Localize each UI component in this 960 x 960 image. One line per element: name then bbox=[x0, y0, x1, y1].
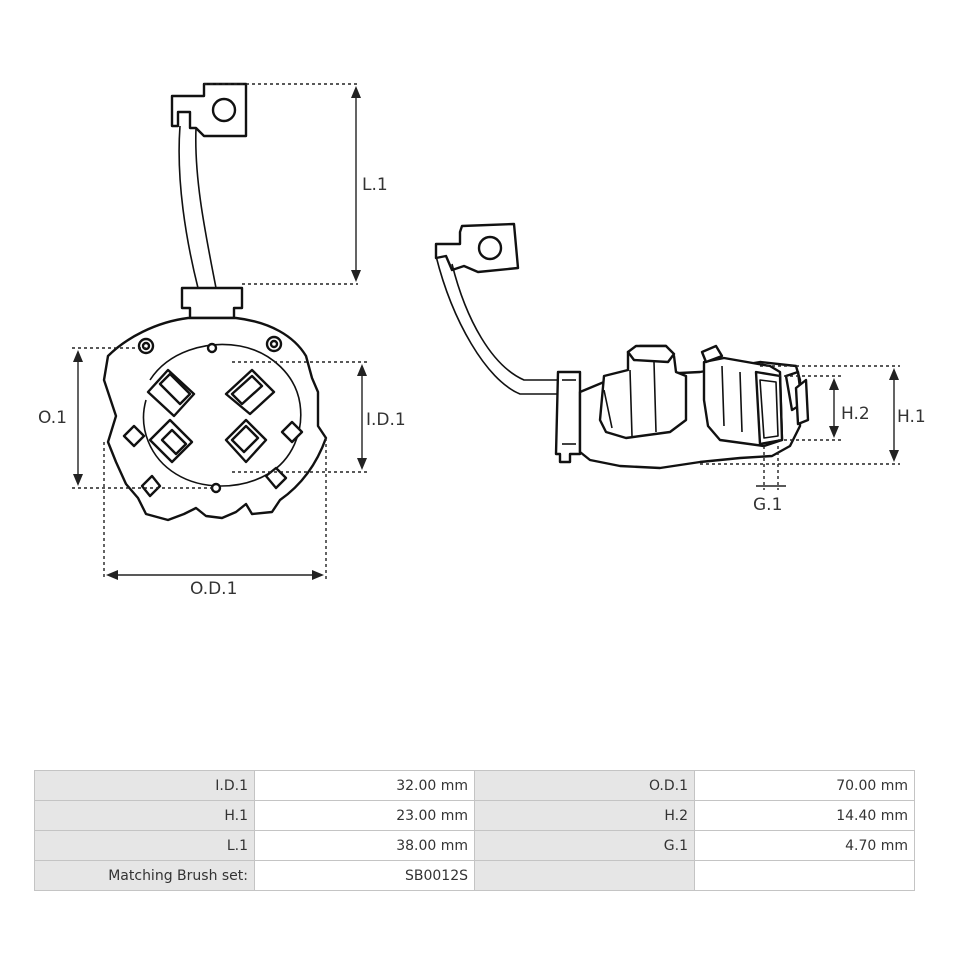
spec-label: Matching Brush set: bbox=[34, 860, 255, 891]
spec-label: G.1 bbox=[474, 830, 695, 861]
spec-label: H.2 bbox=[474, 800, 695, 831]
terminal-hole bbox=[211, 97, 237, 123]
spec-label: I.D.1 bbox=[34, 770, 255, 801]
spec-value: 4.70 mm bbox=[694, 830, 915, 861]
side-dimensions: H.2 H.1 G.1 bbox=[700, 365, 926, 515]
rim-tab bbox=[140, 474, 162, 498]
wire-grommet bbox=[180, 286, 244, 320]
side-view bbox=[434, 222, 810, 470]
terminal-lug bbox=[434, 222, 520, 274]
spec-table: I.D.1 32.00 mm O.D.1 70.00 mm H.1 23.00 … bbox=[34, 770, 915, 891]
dim-label-o1: O.1 bbox=[38, 408, 67, 428]
spec-value: SB0012S bbox=[254, 860, 475, 891]
spec-value: 70.00 mm bbox=[694, 770, 915, 801]
rim-tab bbox=[280, 420, 304, 444]
rivet bbox=[206, 342, 218, 354]
lead-wire bbox=[435, 255, 560, 395]
front-dimensions: L.1 O.1 I.D.1 O.D.1 bbox=[38, 83, 406, 599]
spec-label: O.D.1 bbox=[474, 770, 695, 801]
dim-label-od1: O.D.1 bbox=[190, 579, 237, 599]
lead-wire bbox=[178, 125, 217, 289]
spec-label bbox=[474, 860, 695, 891]
table-row: L.1 38.00 mm G.1 4.70 mm bbox=[34, 830, 915, 861]
brush bbox=[160, 428, 188, 456]
dim-label-id1: I.D.1 bbox=[366, 410, 406, 430]
table-row: I.D.1 32.00 mm O.D.1 70.00 mm bbox=[34, 770, 915, 801]
rim-tab bbox=[264, 466, 288, 490]
front-view bbox=[102, 82, 328, 522]
rim-tab bbox=[794, 378, 810, 426]
terminal-hole bbox=[477, 235, 503, 261]
wire-grommet bbox=[554, 370, 582, 464]
dim-label-h2: H.2 bbox=[841, 404, 870, 424]
rim-tab bbox=[122, 424, 146, 448]
rivet bbox=[269, 339, 279, 349]
inner-ring bbox=[142, 343, 302, 487]
spec-value: 14.40 mm bbox=[694, 800, 915, 831]
rivet bbox=[210, 482, 222, 494]
spec-value: 32.00 mm bbox=[254, 770, 475, 801]
table-row: Matching Brush set: SB0012S bbox=[34, 860, 915, 891]
brush-holder-diagram: L.1 O.1 I.D.1 O.D.1 bbox=[38, 82, 926, 599]
brush bbox=[158, 372, 192, 406]
spec-value bbox=[694, 860, 915, 891]
dim-label-h1: H.1 bbox=[897, 407, 926, 427]
dim-label-g1: G.1 bbox=[753, 495, 782, 515]
brush bbox=[230, 374, 264, 406]
brush bbox=[230, 424, 260, 454]
brush bbox=[626, 344, 676, 364]
table-row: H.1 23.00 mm H.2 14.40 mm bbox=[34, 800, 915, 831]
spec-value: 23.00 mm bbox=[254, 800, 475, 831]
rim-tab bbox=[700, 344, 724, 364]
spec-label: L.1 bbox=[34, 830, 255, 861]
spec-label: H.1 bbox=[34, 800, 255, 831]
spec-value: 38.00 mm bbox=[254, 830, 475, 861]
dim-label-l1: L.1 bbox=[362, 175, 388, 195]
